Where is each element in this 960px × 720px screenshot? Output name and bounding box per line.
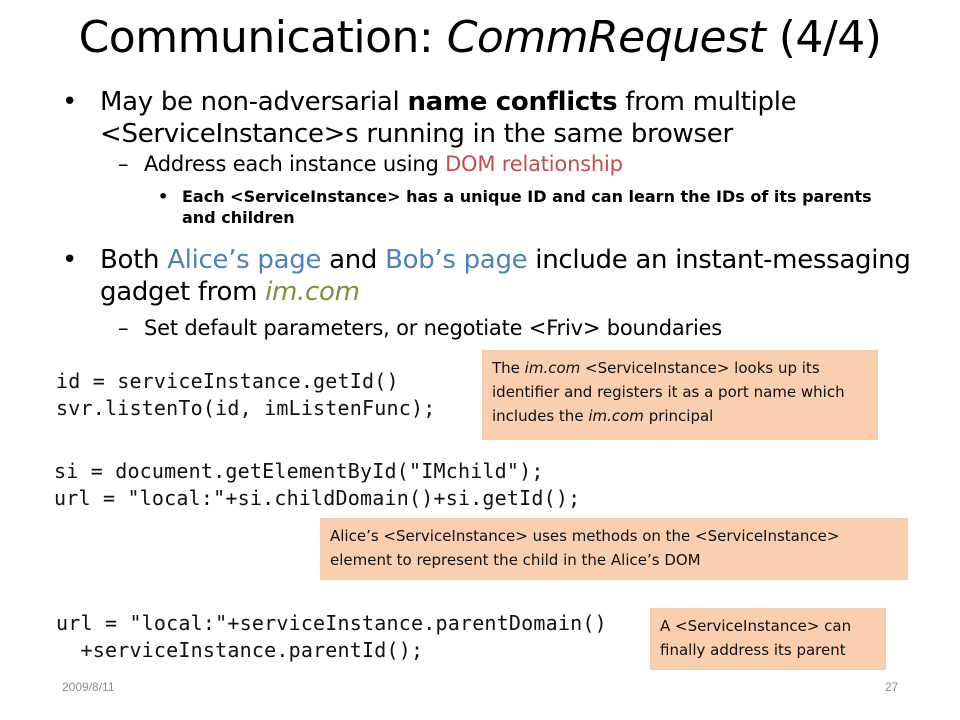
code-block-parent: url = "local:"+serviceInstance.parentDom… [56, 610, 607, 664]
code-line: url = "local:"+si.childDomain()+si.getId… [54, 486, 581, 510]
note1-pre: The [492, 359, 525, 377]
sub2-text: Set default parameters, or negotiate <Fr… [144, 316, 723, 340]
dash-icon: – [118, 316, 129, 340]
bullet-dot-icon: • [62, 245, 78, 275]
code-line: svr.listenTo(id, imListenFunc); [56, 396, 436, 420]
code-line: +serviceInstance.parentId(); [56, 638, 424, 662]
bullet1-post: from multiple <ServiceInstance>s running… [100, 87, 797, 149]
note1-mid: <ServiceInstance> looks up its identifie… [492, 359, 845, 425]
alice-page-text: Alice’s page [167, 245, 322, 275]
footer-page-number: 27 [885, 680, 899, 694]
bullet2-mid: and [321, 245, 386, 275]
bob-page-text: Bob’s page [385, 245, 528, 275]
note3-text: A <ServiceInstance> can finally address … [660, 617, 852, 659]
bullet-dot-icon: • [158, 187, 169, 206]
bullet1-bold: name conflicts [407, 87, 618, 117]
slide-title: Communication: CommRequest (4/4) [0, 8, 960, 68]
title-suffix: (4/4) [765, 12, 882, 63]
note-alice-child: Alice’s <ServiceInstance> uses methods o… [320, 518, 908, 580]
note1-post: principal [643, 407, 714, 425]
bullet2-mid2: include an instant-messaging gadget from [100, 245, 911, 307]
im-site-text: im.com [265, 277, 360, 307]
subsub1-text: Each <ServiceInstance> has a unique ID a… [182, 187, 872, 227]
subbullet-dom-relationship: – Address each instance using DOM relati… [118, 150, 898, 178]
note-parent-address: A <ServiceInstance> can finally address … [650, 608, 886, 670]
dash-icon: – [118, 152, 129, 176]
sub1-highlight: DOM relationship [445, 152, 623, 176]
subbullet-default-parameters: – Set default parameters, or negotiate <… [118, 314, 898, 342]
footer-date: 2009/8/11 [62, 680, 115, 694]
bullet2-pre: Both [100, 245, 168, 275]
title-prefix: Communication: [78, 12, 447, 63]
bullet1-pre: May be non-adversarial [100, 87, 408, 117]
note-im-identifier: The im.com <ServiceInstance> looks up it… [482, 350, 878, 440]
code-line: id = serviceInstance.getId() [56, 369, 399, 393]
code-line: url = "local:"+serviceInstance.parentDom… [56, 611, 607, 635]
bullet-dot-icon: • [62, 87, 78, 117]
note1-site: im.com [524, 359, 581, 377]
code-block-listen: id = serviceInstance.getId() svr.listenTo… [56, 368, 435, 422]
code-block-child: si = document.getElementById("IMchild");… [54, 458, 580, 512]
code-line: si = document.getElementById("IMchild"); [54, 459, 544, 483]
bullet-instant-messaging: • Both Alice’s page and Bob’s page inclu… [62, 244, 912, 308]
note1-site2: im.com [588, 407, 644, 425]
subsubbullet-unique-id: • Each <ServiceInstance> has a unique ID… [158, 186, 888, 228]
note2-text: Alice’s <ServiceInstance> uses methods o… [330, 527, 840, 569]
bullet-name-conflicts: • May be non-adversarial name conflicts … [62, 86, 912, 150]
sub1-pre: Address each instance using [144, 152, 446, 176]
title-italic: CommRequest [446, 12, 766, 63]
